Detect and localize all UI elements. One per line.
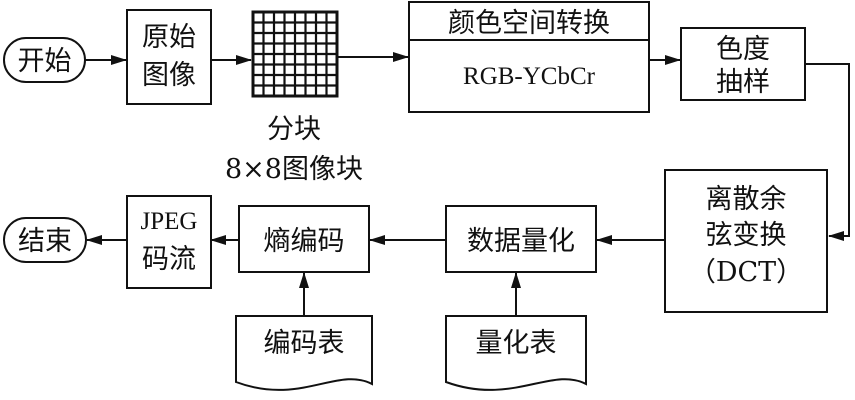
entropy-coding-label: 熵编码 xyxy=(264,226,345,257)
original-image-line1: 原始 xyxy=(142,22,196,53)
arrow-chroma-to-dct xyxy=(805,63,850,241)
start-label: 开始 xyxy=(18,46,72,77)
quant-table-document: 量化表 xyxy=(445,315,587,391)
quant-table-label: 量化表 xyxy=(476,328,557,359)
dct-line1: 离散余 xyxy=(706,184,787,215)
dct-line2: 弦变换 xyxy=(706,220,787,251)
entropy-coding-box: 熵编码 xyxy=(238,205,370,273)
block-split-label: 分块 xyxy=(267,114,321,145)
start-terminal: 开始 xyxy=(3,37,86,83)
color-space-header: 颜色空间转换 xyxy=(448,8,610,39)
color-space-body: RGB-YCbCr xyxy=(463,63,596,90)
end-label: 结束 xyxy=(18,226,72,257)
dct-line3: （DCT） xyxy=(689,257,803,288)
quantization-box: 数据量化 xyxy=(445,205,597,273)
jpeg-stream-box: JPEG 码流 xyxy=(126,195,212,289)
end-terminal: 结束 xyxy=(3,217,87,263)
dct-box: 离散余 弦变换 （DCT） xyxy=(664,169,828,313)
jpeg-stream-line1: JPEG xyxy=(141,208,198,235)
original-image-line2: 图像 xyxy=(142,60,196,91)
quantization-label: 数据量化 xyxy=(467,226,575,257)
color-space-box: 颜色空间转换 RGB-YCbCr xyxy=(408,1,650,113)
coding-table-label: 编码表 xyxy=(264,328,345,359)
chroma-sampling-box: 色度 抽样 xyxy=(680,27,806,101)
block-size-label: 8×8图像块 xyxy=(225,154,363,185)
chroma-line1: 色度 xyxy=(716,34,770,65)
chroma-line2: 抽样 xyxy=(716,67,770,98)
coding-table-document: 编码表 xyxy=(235,315,373,391)
block-grid-icon xyxy=(251,10,339,98)
original-image-box: 原始 图像 xyxy=(126,9,212,105)
jpeg-stream-line2: 码流 xyxy=(142,244,196,275)
